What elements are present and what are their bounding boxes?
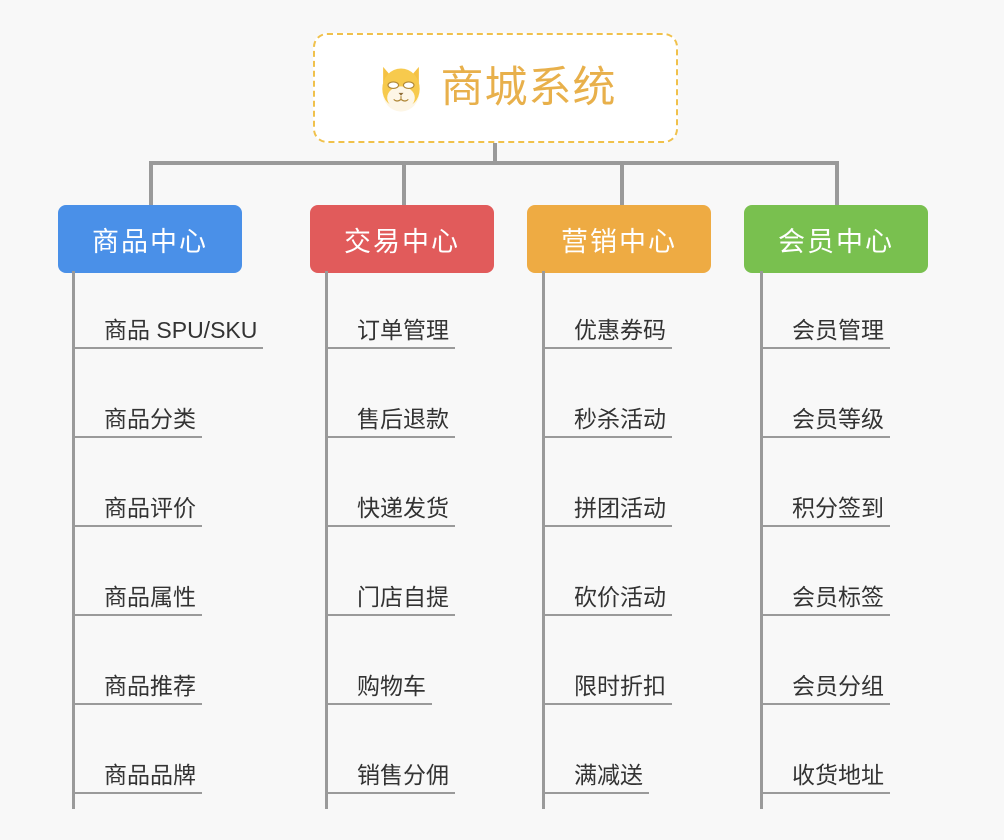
leaf-label: 售后退款: [357, 406, 449, 432]
category-label: 营销中心: [561, 226, 677, 257]
leaf-label: 秒杀活动: [574, 406, 666, 432]
branch-drop-line-4: [835, 161, 839, 205]
leaf-item[interactable]: 销售分佣: [325, 730, 455, 794]
branch-bus-line: [149, 161, 839, 165]
leaf-item[interactable]: 售后退款: [325, 374, 455, 438]
branch-drop-line-3: [620, 161, 624, 205]
leaf-label: 购物车: [357, 673, 426, 699]
leaf-label: 砍价活动: [574, 584, 666, 610]
leaf-label: 订单管理: [357, 317, 449, 343]
leaf-item[interactable]: 收货地址: [760, 730, 890, 794]
leaf-label: 门店自提: [357, 584, 449, 610]
leaf-item[interactable]: 商品推荐: [72, 641, 202, 705]
leaf-label: 满减送: [574, 762, 643, 788]
leaf-item[interactable]: 会员分组: [760, 641, 890, 705]
leaf-label: 优惠券码: [574, 317, 666, 343]
leaf-label: 会员分组: [792, 673, 884, 699]
column-trunk-line: [72, 271, 75, 809]
leaf-label: 商品分类: [104, 406, 196, 432]
leaf-label: 商品推荐: [104, 673, 196, 699]
leaf-label: 限时折扣: [574, 673, 666, 699]
category-header-trade-center[interactable]: 交易中心: [310, 205, 494, 273]
category-label: 交易中心: [344, 226, 460, 257]
leaf-label: 拼团活动: [574, 495, 666, 521]
branch-drop-line-2: [402, 161, 406, 205]
leaf-label: 快递发货: [357, 495, 449, 521]
leaf-label: 商品评价: [104, 495, 196, 521]
category-header-product-center[interactable]: 商品中心: [58, 205, 242, 273]
leaf-label: 会员等级: [792, 406, 884, 432]
leaf-item[interactable]: 购物车: [325, 641, 432, 705]
dog-face-icon: [381, 66, 420, 112]
leaf-item[interactable]: 订单管理: [325, 285, 455, 349]
branch-drop-line-1: [149, 161, 153, 205]
leaf-label: 商品品牌: [104, 762, 196, 788]
leaf-item[interactable]: 商品属性: [72, 552, 202, 616]
leaf-item[interactable]: 快递发货: [325, 463, 455, 527]
leaf-label: 积分签到: [792, 495, 884, 521]
leaf-item[interactable]: 商品评价: [72, 463, 202, 527]
leaf-item[interactable]: 会员等级: [760, 374, 890, 438]
leaf-item[interactable]: 商品 SPU/SKU: [72, 285, 264, 349]
category-header-marketing-center[interactable]: 营销中心: [527, 205, 711, 273]
leaf-item[interactable]: 拼团活动: [542, 463, 672, 527]
leaf-item[interactable]: 商品品牌: [72, 730, 202, 794]
leaf-item[interactable]: 砍价活动: [542, 552, 672, 616]
leaf-label: 商品 SPU/SKU: [104, 317, 258, 343]
column-trunk-line: [542, 271, 545, 809]
leaf-label: 销售分佣: [357, 762, 449, 788]
column-trunk-line: [325, 271, 328, 809]
category-label: 商品中心: [92, 226, 208, 257]
leaf-label: 商品属性: [104, 584, 196, 610]
root-node[interactable]: 商城系统: [313, 33, 678, 143]
leaf-label: 会员标签: [792, 584, 884, 610]
leaf-label: 会员管理: [792, 317, 884, 343]
leaf-item[interactable]: 秒杀活动: [542, 374, 672, 438]
leaf-item[interactable]: 会员标签: [760, 552, 890, 616]
root-title: 商城系统: [440, 63, 617, 112]
leaf-item[interactable]: 门店自提: [325, 552, 455, 616]
leaf-item[interactable]: 优惠券码: [542, 285, 672, 349]
leaf-label: 收货地址: [792, 762, 884, 788]
leaf-item[interactable]: 会员管理: [760, 285, 890, 349]
root-stem-line: [493, 143, 497, 163]
leaf-item[interactable]: 满减送: [542, 730, 649, 794]
column-trunk-line: [760, 271, 763, 809]
category-label: 会员中心: [778, 226, 894, 257]
leaf-item[interactable]: 限时折扣: [542, 641, 672, 705]
leaf-item[interactable]: 积分签到: [760, 463, 890, 527]
leaf-item[interactable]: 商品分类: [72, 374, 202, 438]
category-header-member-center[interactable]: 会员中心: [744, 205, 928, 273]
